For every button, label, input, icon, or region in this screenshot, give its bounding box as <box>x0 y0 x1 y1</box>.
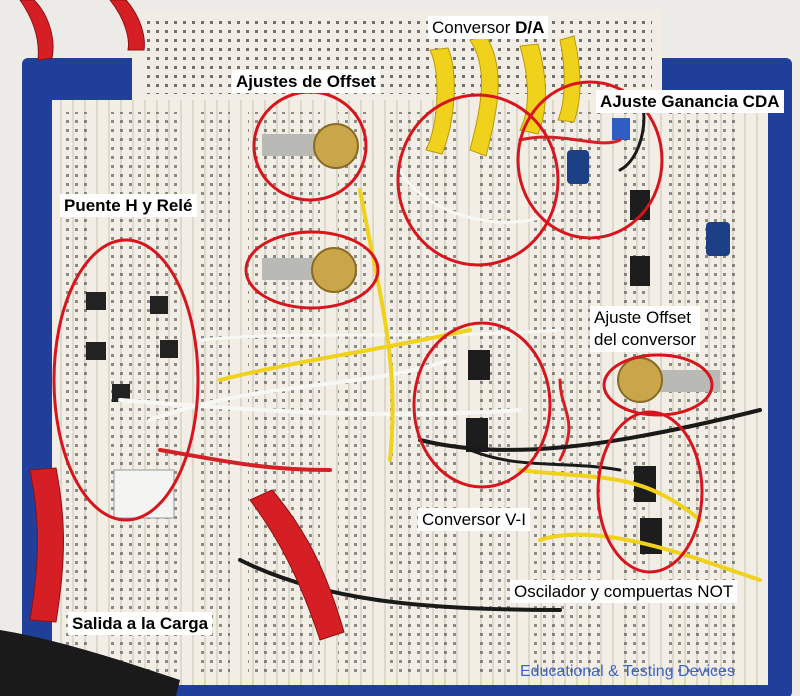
capacitor-1 <box>567 150 589 184</box>
label-ajustes-offset: Ajustes de Offset <box>232 70 380 93</box>
relay <box>113 469 175 519</box>
ic-chip-1 <box>468 350 490 380</box>
label-ajuste-ganancia: AJuste Ganancia CDA <box>596 90 784 113</box>
wires <box>118 94 762 612</box>
label-conversor-da-bold: D/A <box>515 18 545 37</box>
label-puente-h: Puente H y Relé <box>60 194 197 217</box>
ic-chip-2 <box>466 418 488 452</box>
ic-chip-5 <box>634 466 656 502</box>
label-conversor-da-prefix: Conversor <box>432 18 516 37</box>
highlight-ellipses <box>52 80 714 574</box>
potentiometer-top <box>262 123 359 169</box>
label-ajuste-offset-conversor: Ajuste Offset del conversor <box>590 306 701 352</box>
label-ajuste-offset-line1: Ajuste Offset <box>594 308 692 327</box>
blue-trimmer <box>612 118 630 140</box>
label-salida-carga: Salida a la Carga <box>68 612 213 635</box>
potentiometer-middle <box>262 247 357 293</box>
label-conversor-da: Conversor D/A <box>428 16 549 39</box>
label-conversor-vi: Conversor V-I <box>418 508 530 531</box>
capacitor-2 <box>706 222 730 256</box>
board-brand-text: Educational & Testing Devices <box>520 663 735 680</box>
red-clips <box>19 0 345 641</box>
ic-chip-4 <box>630 256 650 286</box>
label-oscilador: Oscilador y compuertas NOT <box>510 580 738 603</box>
label-ajuste-offset-line2: del conversor <box>594 330 697 349</box>
transistors <box>86 292 178 402</box>
potentiometer-right <box>617 357 720 403</box>
black-clip <box>0 630 180 696</box>
yellow-clips <box>425 35 581 157</box>
